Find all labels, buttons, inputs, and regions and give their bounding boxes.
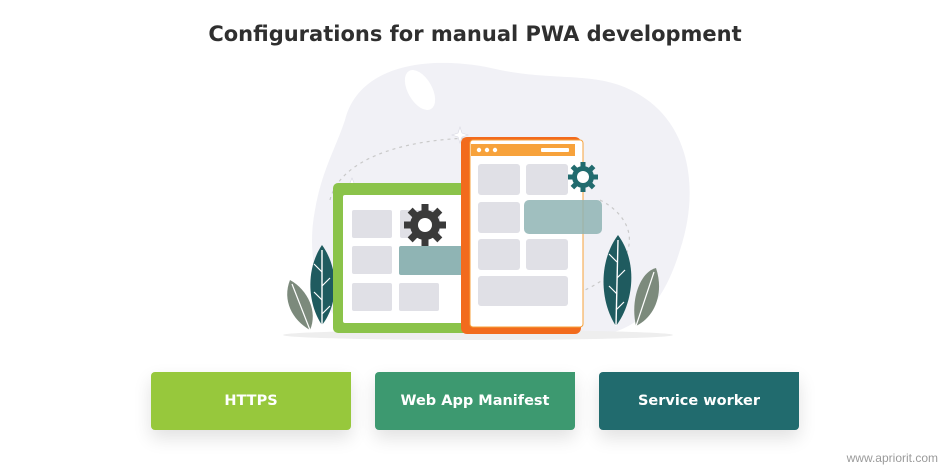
orange-browser-window bbox=[461, 137, 602, 334]
green-browser-window bbox=[333, 183, 473, 333]
card-https: HTTPS bbox=[151, 372, 351, 430]
card-service-worker: Service worker bbox=[599, 372, 799, 430]
pwa-illustration bbox=[283, 62, 690, 340]
right-leaves-icon bbox=[603, 235, 660, 327]
diagram-title: Configurations for manual PWA developmen… bbox=[208, 22, 742, 46]
gear-icon bbox=[404, 204, 446, 246]
watermark: www.apriorit.com bbox=[846, 451, 938, 465]
card-web-app-manifest: Web App Manifest bbox=[375, 372, 575, 430]
left-leaves-icon bbox=[287, 245, 335, 331]
small-gear-icon bbox=[568, 162, 598, 192]
